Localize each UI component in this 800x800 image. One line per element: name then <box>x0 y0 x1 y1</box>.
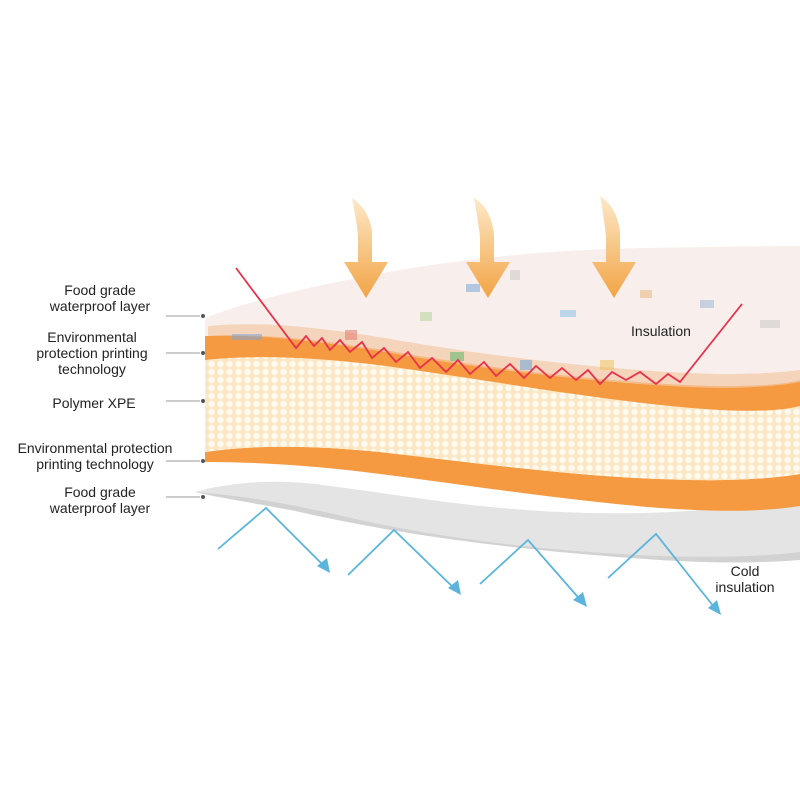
top-sheet-edge <box>208 324 800 388</box>
cold-arrow-icon <box>448 580 461 595</box>
label-printing-bottom: Environmental protection printing techno… <box>0 440 190 472</box>
cold-arrow-icon <box>708 600 721 615</box>
label-line: waterproof layer <box>49 500 151 516</box>
label-polymer-xpe: Polymer XPE <box>14 395 174 411</box>
label-line: technology <box>58 361 126 377</box>
bottom-waterproof-sheet <box>195 481 800 563</box>
label-food-grade-top: Food grade waterproof layer <box>20 282 180 314</box>
label-insulation: Insulation <box>606 323 716 339</box>
label-food-grade-bottom: Food grade waterproof layer <box>20 484 180 516</box>
heat-arrow-icon <box>344 198 388 298</box>
leader-lines <box>166 315 200 498</box>
label-line: Food grade <box>64 282 136 298</box>
label-line: Polymer XPE <box>52 395 136 411</box>
cold-reflection-lines <box>217 506 719 613</box>
label-printing-top: Environmental protection printing techno… <box>12 329 172 377</box>
label-line: printing technology <box>36 456 154 472</box>
label-line: insulation <box>715 579 775 595</box>
heat-arrow-icon <box>592 196 636 298</box>
heat-arrow-icon <box>466 198 510 298</box>
upper-printing-layer <box>205 335 800 411</box>
leader-dots <box>201 314 205 499</box>
cold-arrow-icon <box>573 592 587 607</box>
label-cold-insulation: Cold insulation <box>700 563 790 595</box>
label-line: waterproof layer <box>49 298 151 314</box>
heat-deflection-line <box>235 267 743 386</box>
label-line: Insulation <box>631 323 691 339</box>
bottom-sheet-shadow <box>195 492 800 563</box>
label-line: Food grade <box>64 484 136 500</box>
top-waterproof-sheet <box>205 246 800 386</box>
lower-printing-layer <box>205 446 800 511</box>
cold-arrow-icon <box>317 558 330 573</box>
label-line: Environmental <box>47 329 137 345</box>
label-line: Environmental protection <box>17 440 173 456</box>
label-line: Cold <box>730 563 760 579</box>
label-line: protection printing <box>36 345 148 361</box>
polymer-xpe-core <box>205 355 800 481</box>
print-motifs <box>232 270 780 370</box>
